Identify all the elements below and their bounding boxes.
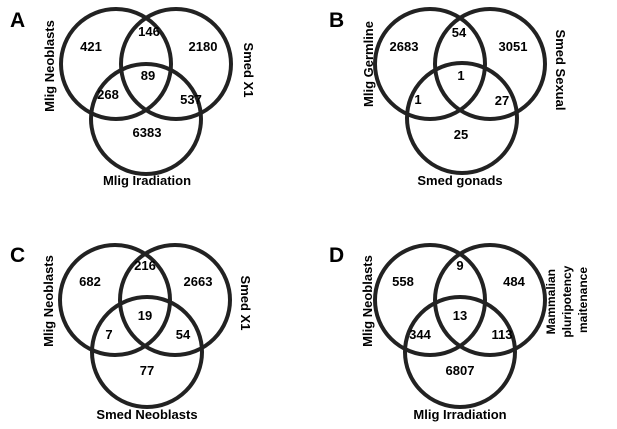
count-all-sets: 89	[141, 68, 155, 83]
set2-label-line: maitenance	[576, 267, 590, 333]
count-all-sets: 1	[457, 68, 464, 83]
count-all-sets: 13	[453, 308, 467, 323]
count-set2-set3: 113	[492, 327, 513, 342]
panel-letter: C	[10, 244, 25, 267]
set2-label-line: Mammalian	[544, 269, 558, 334]
panel-letter: B	[329, 9, 344, 32]
venn-circle-set3	[89, 62, 203, 176]
venn-circle-set2	[119, 7, 233, 121]
panel-letter: D	[329, 244, 344, 267]
count-set2-set3: 54	[176, 327, 191, 342]
count-all-sets: 19	[138, 308, 152, 323]
count-only-set2: 3051	[499, 39, 528, 54]
count-only-set3: 6383	[133, 125, 162, 140]
set3-label: Smed Neoblasts	[96, 407, 197, 422]
count-only-set3: 77	[140, 363, 154, 378]
set2-label-line: pluripotency	[560, 265, 574, 337]
set3-label: Mlig Irradiation	[413, 407, 506, 422]
set1-label: Mlig Neoblasts	[360, 255, 375, 347]
venn-circle-set3	[403, 295, 517, 409]
set3-label: Mlig Iradiation	[103, 173, 191, 188]
set1-label: Mlig Neoblasts	[41, 255, 56, 347]
count-set1-set3: 268	[97, 87, 119, 102]
count-set2-set3: 27	[495, 93, 509, 108]
venn-circle-set2	[433, 243, 547, 357]
count-set1-set2: 9	[456, 258, 463, 273]
venn-circle-set2	[118, 243, 232, 357]
venn-circle-set1	[373, 7, 487, 121]
set1-label: Mlig Neoblasts	[42, 20, 57, 112]
count-set1-set2: 216	[134, 258, 156, 273]
count-only-set2: 2663	[184, 274, 213, 289]
set2-label: Smed X1	[238, 276, 253, 331]
count-set2-set3: 537	[180, 92, 202, 107]
count-only-set3: 6807	[446, 363, 475, 378]
venn-circle-set1	[59, 7, 173, 121]
count-set1-set3: 7	[105, 327, 112, 342]
count-only-set2: 484	[503, 274, 525, 289]
venn-circle-set3	[90, 295, 204, 409]
count-set1-set3: 1	[414, 92, 421, 107]
venn-circle-set2	[433, 7, 547, 121]
count-set1-set2: 54	[452, 25, 467, 40]
venn-circle-set1	[373, 243, 487, 357]
set2-label: Mammalian pluripotency maitenance	[544, 262, 590, 337]
venn-panel-a: A Mlig Neoblasts Smed X1 Mlig Iradiation…	[10, 7, 256, 188]
venn-panel-c: C Mlig Neoblasts Smed X1 Smed Neoblasts …	[10, 243, 253, 422]
set1-label: Mlig Germline	[361, 21, 376, 107]
panel-letter: A	[10, 9, 25, 32]
venn-panel-b: B Mlig Germline Smed Sexual Smed gonads …	[329, 7, 568, 188]
set3-label: Smed gonads	[417, 173, 502, 188]
count-only-set1: 558	[392, 274, 414, 289]
count-set1-set2: 146	[138, 24, 160, 39]
count-only-set2: 2180	[189, 39, 218, 54]
set2-label: Smed X1	[241, 43, 256, 98]
set2-label: Smed Sexual	[553, 30, 568, 111]
venn-circle-set3	[405, 61, 519, 175]
count-only-set3: 25	[454, 127, 468, 142]
count-only-set1: 421	[80, 39, 102, 54]
count-only-set1: 682	[79, 274, 101, 289]
venn-panel-d: D Mlig Neoblasts Mammalian pluripotency …	[329, 243, 590, 422]
count-only-set1: 2683	[390, 39, 419, 54]
count-set1-set3: 344	[409, 327, 431, 342]
